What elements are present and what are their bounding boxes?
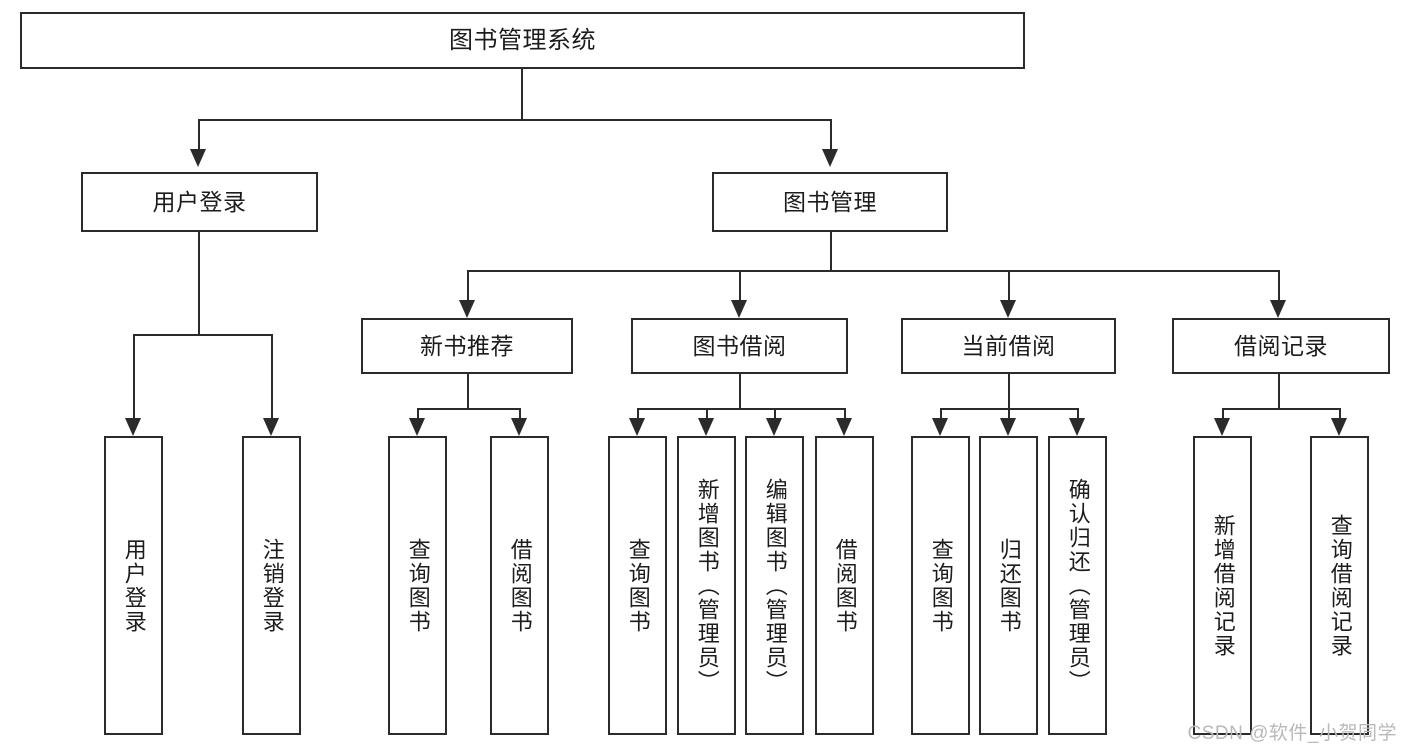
edge-new-books-to-leaf-b2 xyxy=(519,408,521,418)
leaf-node-add-book-admin[interactable]: 新增图书（管理员） xyxy=(677,436,736,735)
node-label: 注销登录 xyxy=(259,537,285,634)
edge-current-trunk xyxy=(1008,374,1010,408)
arrowhead-leaf-c4 xyxy=(836,418,852,436)
arrowhead-leaf-a1 xyxy=(125,418,141,436)
leaf-node-confirm-return-admin[interactable]: 确认归还（管理员） xyxy=(1048,436,1107,735)
node-label: 用户登录 xyxy=(121,537,147,634)
edge-current-to-leaf-d3 xyxy=(1077,408,1079,418)
leaf-node-add-borrow-record[interactable]: 新增借阅记录 xyxy=(1193,436,1252,735)
arrowhead-leaf-e2 xyxy=(1331,418,1347,436)
arrowhead-leaf-c2 xyxy=(698,418,714,436)
edge-book-mgmt-to-borrow xyxy=(739,270,741,300)
node-label: 借阅记录 xyxy=(1234,332,1328,359)
node-label: 用户登录 xyxy=(152,188,247,215)
edge-records-to-leaf-e2 xyxy=(1339,408,1341,418)
leaf-node-query-books-borrow[interactable]: 查询图书 xyxy=(608,436,667,735)
edge-root-to-book-mgmt xyxy=(830,119,832,149)
edge-records-to-leaf-e1 xyxy=(1222,408,1224,418)
leaf-node-borrow-books-new[interactable]: 借阅图书 xyxy=(490,436,549,735)
arrowhead-new-books xyxy=(459,300,475,318)
edge-user-login-trunk xyxy=(198,232,200,334)
leaf-node-query-borrow-record[interactable]: 查询借阅记录 xyxy=(1310,436,1369,735)
arrowhead-leaf-d1 xyxy=(932,418,948,436)
arrowhead-leaf-d3 xyxy=(1069,418,1085,436)
edge-new-books-to-leaf-b1 xyxy=(417,408,419,418)
edge-user-login-to-leaf-a1 xyxy=(133,334,135,418)
edge-borrow-bar xyxy=(637,408,844,410)
node-label: 查询图书 xyxy=(625,537,651,634)
node-current-borrow[interactable]: 当前借阅 xyxy=(901,318,1116,374)
arrowhead-leaf-c1 xyxy=(629,418,645,436)
arrowhead-borrow xyxy=(731,300,747,318)
leaf-node-edit-book-admin[interactable]: 编辑图书（管理员） xyxy=(745,436,804,735)
arrowhead-leaf-b1 xyxy=(409,418,425,436)
node-label: 确认归还（管理员） xyxy=(1065,477,1091,694)
edge-records-trunk xyxy=(1278,374,1280,408)
edge-current-to-leaf-d1 xyxy=(940,408,942,418)
edge-book-mgmt-to-new-books xyxy=(467,270,469,300)
node-label: 查询图书 xyxy=(405,537,431,634)
edge-book-mgmt-trunk xyxy=(830,232,832,270)
arrowhead-leaf-e1 xyxy=(1214,418,1230,436)
arrowhead-records xyxy=(1270,300,1286,318)
edge-borrow-to-leaf-c4 xyxy=(844,408,846,418)
node-label: 编辑图书（管理员） xyxy=(762,477,788,694)
arrowhead-leaf-b2 xyxy=(511,418,527,436)
node-label: 图书借阅 xyxy=(692,332,787,359)
node-new-book-recommend[interactable]: 新书推荐 xyxy=(361,318,573,374)
node-book-management[interactable]: 图书管理 xyxy=(712,172,948,232)
edge-user-login-bar xyxy=(133,334,271,336)
leaf-node-borrow-books[interactable]: 借阅图书 xyxy=(815,436,874,735)
leaf-node-query-books-new[interactable]: 查询图书 xyxy=(388,436,447,735)
node-label: 归还图书 xyxy=(996,537,1022,634)
arrowhead-leaf-d2 xyxy=(1000,418,1016,436)
edge-borrow-to-leaf-c1 xyxy=(637,408,639,418)
node-label: 图书管理系统 xyxy=(449,26,596,54)
edge-borrow-to-leaf-c2 xyxy=(706,408,708,418)
edge-new-books-trunk xyxy=(467,374,469,408)
edge-root-bar xyxy=(198,119,830,121)
leaf-node-query-books-current[interactable]: 查询图书 xyxy=(911,436,970,735)
edge-book-mgmt-bar xyxy=(467,270,1278,272)
node-label: 借阅图书 xyxy=(832,537,858,634)
node-root-system[interactable]: 图书管理系统 xyxy=(20,12,1025,69)
arrowhead-book-mgmt xyxy=(822,149,838,167)
node-borrow-records[interactable]: 借阅记录 xyxy=(1172,318,1390,374)
edge-root-to-user-login xyxy=(198,119,200,149)
node-label: 新增图书（管理员） xyxy=(694,477,720,694)
leaf-node-logout[interactable]: 注销登录 xyxy=(242,436,301,735)
node-user-login[interactable]: 用户登录 xyxy=(81,172,318,232)
edge-borrow-trunk xyxy=(739,374,741,408)
arrowhead-user-login xyxy=(190,149,206,167)
edge-book-mgmt-to-records xyxy=(1278,270,1280,300)
leaf-node-user-login[interactable]: 用户登录 xyxy=(104,436,163,735)
edge-new-books-bar xyxy=(417,408,519,410)
node-label: 借阅图书 xyxy=(507,537,533,634)
edge-borrow-to-leaf-c3 xyxy=(774,408,776,418)
arrowhead-current xyxy=(1000,300,1016,318)
node-label: 当前借阅 xyxy=(961,332,1056,359)
node-label: 图书管理 xyxy=(783,188,877,215)
edge-records-bar xyxy=(1222,408,1339,410)
node-label: 查询借阅记录 xyxy=(1327,513,1353,658)
arrowhead-leaf-a2 xyxy=(263,418,279,436)
edge-user-login-to-leaf-a2 xyxy=(271,334,273,418)
node-book-borrow[interactable]: 图书借阅 xyxy=(631,318,848,374)
node-label: 新增借阅记录 xyxy=(1210,513,1236,658)
edge-book-mgmt-to-current xyxy=(1008,270,1010,300)
edge-current-to-leaf-d2 xyxy=(1008,408,1010,418)
leaf-node-return-books[interactable]: 归还图书 xyxy=(979,436,1038,735)
edge-root-trunk xyxy=(521,69,523,119)
node-label: 新书推荐 xyxy=(420,332,514,359)
node-label: 查询图书 xyxy=(928,537,954,634)
arrowhead-leaf-c3 xyxy=(766,418,782,436)
